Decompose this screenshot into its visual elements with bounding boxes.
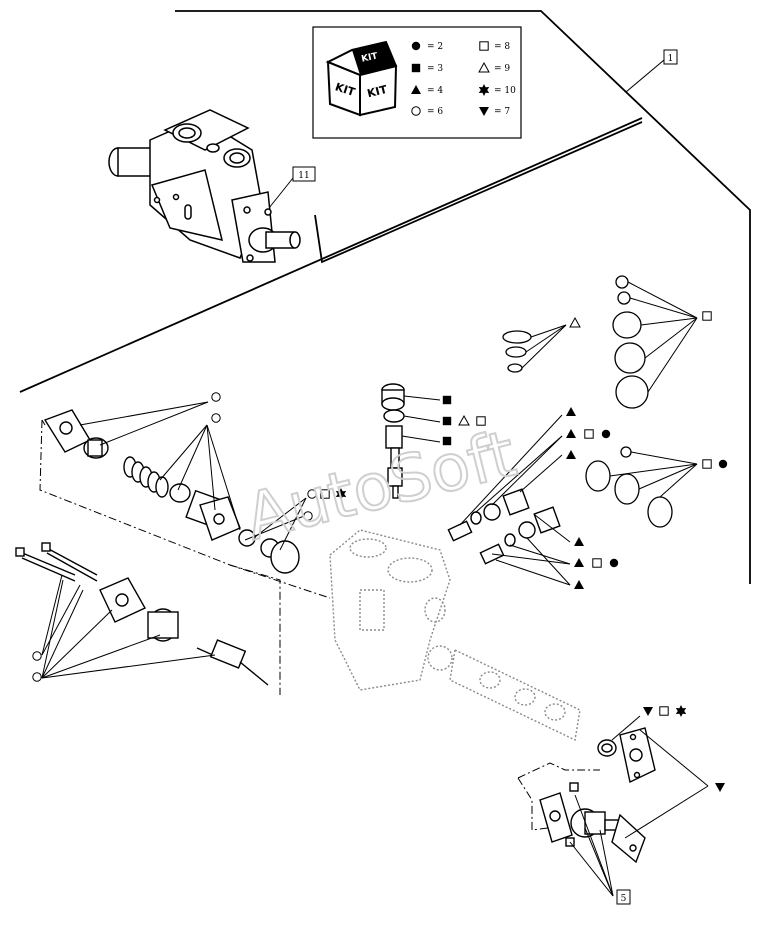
- legend-box: KIT KIT KIT = 2 = 3 = 4 = 6 = 8 = 9 = 10…: [312, 26, 522, 139]
- callout-down-square-star: [643, 705, 687, 717]
- callout-1: 1: [625, 49, 678, 93]
- callout-filled-square: [442, 395, 452, 405]
- lower-left-parts: [15, 542, 269, 686]
- callout-1-text: 1: [668, 54, 674, 64]
- kit-label-right: KIT: [366, 83, 389, 101]
- callout-filled-triangle: [574, 580, 584, 589]
- right-relief-parts: [447, 488, 561, 565]
- callout-filled-down-triangle: [715, 783, 725, 792]
- callout-filled-triangle: [566, 450, 576, 459]
- legend-entry-9: = 9: [478, 62, 510, 74]
- alignment-lines-left: [39, 419, 331, 695]
- callout-5: 5: [616, 889, 631, 905]
- kit-label-top: KIT: [360, 51, 379, 64]
- callout-open-circle: [211, 392, 221, 402]
- callout-open-circle: [32, 672, 42, 682]
- legend-text: = 6: [427, 107, 443, 117]
- oring-group-9: [502, 330, 532, 373]
- center-cartridge-parts: [381, 383, 405, 499]
- alignment-lines-right: [517, 762, 600, 831]
- callout-square-circle: [702, 459, 728, 469]
- legend-entry-3: = 3: [411, 63, 443, 74]
- callout-open-circle: [211, 413, 221, 423]
- valve-body-outline: [329, 529, 581, 742]
- callout-open-circle: [32, 651, 42, 661]
- end-cap-assembly: [539, 727, 656, 864]
- callout-filled-triangle: [566, 407, 576, 416]
- callout-5-text: 5: [621, 894, 627, 904]
- kit-label-left: KIT: [334, 80, 358, 99]
- callout-open-square: [702, 311, 712, 321]
- callout-open-triangle: [569, 317, 581, 328]
- callout-triangle-square-circle-2: [574, 558, 619, 568]
- legend-text: = 9: [494, 64, 510, 74]
- oring-group-8-top: [612, 275, 649, 409]
- legend-entry-8: = 8: [479, 41, 510, 52]
- leader-lines: [41, 281, 709, 897]
- control-valve-assembly: [108, 109, 301, 263]
- kit-icon: KIT KIT KIT: [325, 40, 398, 117]
- legend-text: = 10: [494, 86, 516, 96]
- callout-triangle-square-circle: [566, 429, 611, 439]
- legend-text: = 7: [494, 107, 510, 117]
- legend-entry-10: = 10: [478, 84, 516, 96]
- callout-11-text: 11: [298, 171, 309, 181]
- legend-entry-7: = 7: [479, 107, 510, 117]
- legend-text: = 2: [427, 42, 443, 52]
- legend-entry-4: = 4: [411, 85, 443, 96]
- callout-filled-triangle: [574, 537, 584, 546]
- legend-text: = 8: [494, 42, 510, 52]
- oring-group-8-mid: [585, 446, 673, 528]
- legend-entry-6: = 6: [411, 106, 443, 117]
- callout-11: 11: [264, 166, 316, 214]
- spring-left: [123, 456, 169, 498]
- legend-text: = 4: [427, 86, 443, 96]
- legend-text: = 3: [427, 64, 443, 74]
- legend-entry-2: = 2: [411, 41, 443, 52]
- frame-lines: [19, 10, 751, 584]
